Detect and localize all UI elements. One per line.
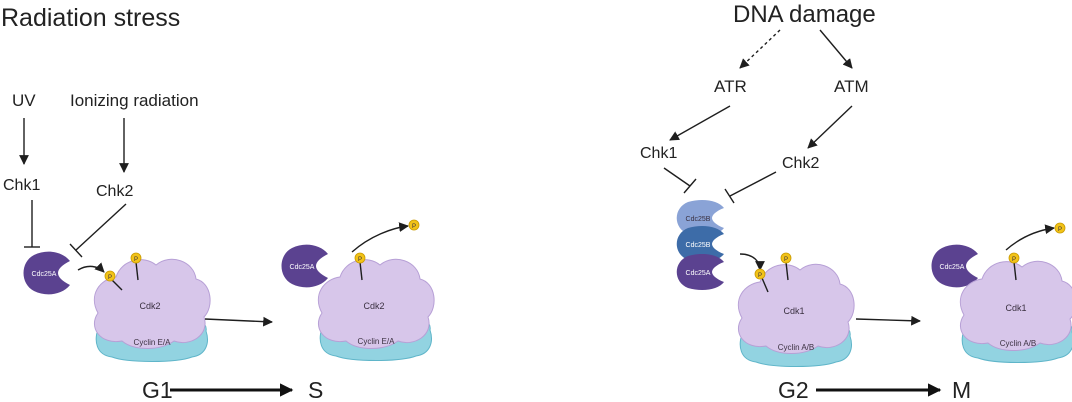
phosphate-icon (104, 270, 116, 282)
phosphate-icon (354, 252, 366, 264)
dephosphorylation-arrow (77, 262, 105, 273)
chk1-inhibition-bar (683, 178, 697, 194)
right-transition-arrow (855, 315, 921, 326)
left-panel-title: Radiation stress (1, 4, 180, 32)
dna-damage-to-atm-arrow (819, 29, 853, 69)
chk2-inhibits-cdc25a-line (75, 203, 127, 251)
phosphate-stalk-1 (111, 279, 123, 291)
phase-g1-label: G1 (142, 377, 173, 402)
phosphate-stalk-2 (785, 261, 789, 281)
uv-label: UV (12, 91, 36, 110)
cyclin-ab-label: Cyclin A/B (778, 343, 814, 352)
phosphate-stalk (359, 261, 363, 281)
phosphate-icon (408, 219, 420, 231)
cyclin-ab-after-label: Cyclin A/B (1000, 339, 1036, 348)
cdc25b-mid-label: Cdc25B (686, 242, 711, 249)
chk2-inhibits-cdc25-line (729, 171, 777, 197)
phosphate-icon (130, 252, 142, 264)
cdc25a-after-label: Cdc25A (290, 264, 315, 271)
cdc25a-after-label: Cdc25A (940, 264, 965, 271)
phosphate-symbol: P (134, 257, 138, 263)
phosphate-release-arrow (1005, 224, 1055, 251)
phosphate-icon (1054, 222, 1066, 234)
phosphate-stalk (1013, 261, 1017, 281)
chk2-label: Chk2 (96, 183, 133, 200)
left-panel: Radiation stress UV Ionizing radiation C… (1, 4, 435, 402)
cdk1-after-label: Cdk1 (1005, 303, 1026, 313)
chk1-label: Chk1 (3, 177, 40, 194)
cdc25-stack: Cdc25B Cdc25B Cdc25A (676, 200, 724, 290)
phase-g2-label: G2 (778, 377, 809, 402)
chk2-inhibition-bar (724, 188, 735, 204)
atr-label: ATR (714, 77, 747, 96)
phosphate-symbol: P (358, 257, 362, 263)
phosphate-symbol: P (1058, 227, 1062, 233)
atr-to-chk1-arrow (669, 105, 731, 141)
dna-damage-to-atr-arrow (739, 29, 781, 69)
phosphate-release-arrow (351, 222, 409, 253)
chk2-inhibition-bar (69, 243, 83, 258)
right-panel-title: DNA damage (733, 1, 876, 28)
phosphate-icon (780, 252, 792, 264)
chk1-inhibits-cdc25-line (663, 167, 691, 187)
phosphate-icon (754, 268, 766, 280)
cdk2-cyclin-complex: Cdk2 Cyclin E/A P P (93, 252, 211, 362)
atm-label: ATM (834, 77, 869, 96)
cdc25a-protein-released: Cdc25A (281, 244, 328, 288)
left-transition-arrow (204, 316, 273, 327)
chk2-label: Chk2 (782, 155, 819, 172)
atm-to-chk2-arrow (807, 105, 853, 149)
ionizing-radiation-label: Ionizing radiation (70, 91, 199, 110)
phosphate-symbol: P (784, 257, 788, 263)
cdk1-cyclin-complex-active: Cdk1 Cyclin A/B P P (959, 222, 1072, 363)
phosphate-icon (1008, 252, 1020, 264)
cdc25a-label: Cdc25A (32, 271, 57, 278)
cdk2-cyclin-complex-active: Cdk2 Cyclin E/A P P (317, 219, 435, 361)
cdc25a-protein: Cdc25A (23, 251, 70, 295)
phosphate-symbol: P (412, 224, 416, 230)
phosphate-symbol: P (758, 273, 762, 279)
phosphate-symbol: P (1012, 257, 1016, 263)
cdc25b-top-label: Cdc25B (686, 216, 711, 223)
phase-s-label: S (308, 377, 323, 402)
cyclin-ea-label: Cyclin E/A (134, 338, 172, 347)
cdc25a-protein-released: Cdc25A (931, 244, 978, 288)
cdc25a-label: Cdc25A (686, 270, 711, 277)
phosphate-symbol: P (108, 275, 112, 281)
cdk2-after-label: Cdk2 (363, 301, 384, 311)
cdk1-cyclin-complex: Cdk1 Cyclin A/B P P (737, 252, 855, 367)
chk1-label: Chk1 (640, 145, 677, 162)
phosphate-stalk-1 (761, 277, 769, 293)
cdk1-label: Cdk1 (783, 306, 804, 316)
phosphate-stalk-2 (135, 261, 139, 281)
dephosphorylation-arrow (739, 253, 765, 271)
cdk2-label: Cdk2 (139, 301, 160, 311)
right-panel: DNA damage ATR ATM Chk1 Chk2 Cdc25B Cdc2… (640, 1, 1072, 402)
phase-m-label: M (952, 377, 971, 402)
cyclin-ea-after-label: Cyclin E/A (358, 337, 396, 346)
